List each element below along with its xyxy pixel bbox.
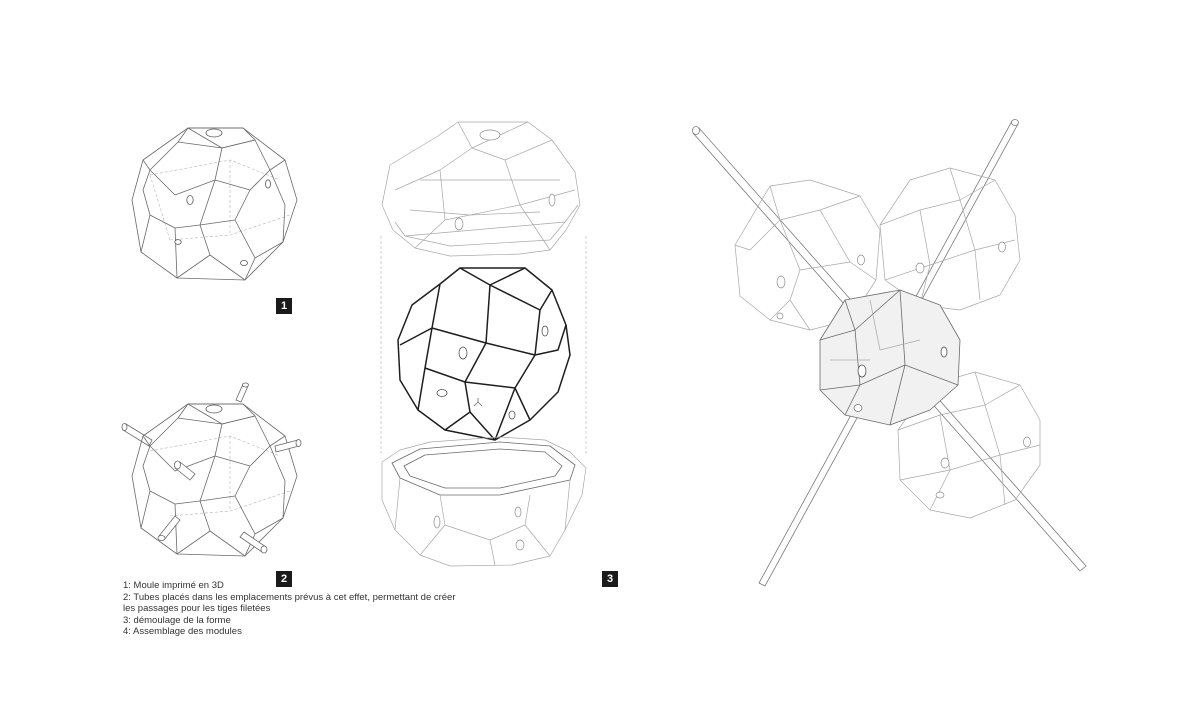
demold-figure: [380, 121, 587, 567]
assembly-figure: [692, 119, 1087, 587]
module-top-left: [734, 179, 881, 331]
mold-figure: [131, 127, 298, 281]
step-label-1: 1: [276, 298, 292, 314]
caption-line-4: 3: démoulage de la forme: [123, 614, 231, 626]
tube-lower-left: [157, 515, 181, 541]
mold-bottom-half: [381, 436, 587, 567]
step-label-2: 2: [276, 571, 292, 587]
mold-step-badge: 1: [276, 298, 292, 314]
tube-back-left: [121, 423, 153, 447]
molded-form: [397, 267, 571, 441]
tubes-figure: [121, 382, 302, 557]
caption-line-2: 2: Tubes placés dans les emplacements pr…: [123, 591, 456, 603]
module-top-right: [879, 167, 1021, 311]
tube-back-right: [235, 382, 249, 403]
tube-lower-right: [239, 531, 268, 554]
tube-center: [174, 460, 196, 481]
tubes-step-badge: 2: [276, 571, 292, 587]
module-center: [819, 289, 961, 426]
tube-right: [274, 439, 302, 453]
demold-step-badge: 3: [602, 571, 618, 587]
caption-line-5: 4: Assemblage des modules: [123, 626, 242, 637]
caption: 1: Moule imprimé en 3D 2: Tubes placés d…: [123, 580, 503, 638]
caption-line-1: 1: Moule imprimé en 3D: [123, 580, 224, 591]
caption-line-3: les passages pour les tiges filetées: [123, 603, 271, 614]
step-label-3: 3: [602, 571, 618, 587]
mold-top-half: [381, 121, 581, 257]
module-bottom-right: [897, 371, 1041, 519]
